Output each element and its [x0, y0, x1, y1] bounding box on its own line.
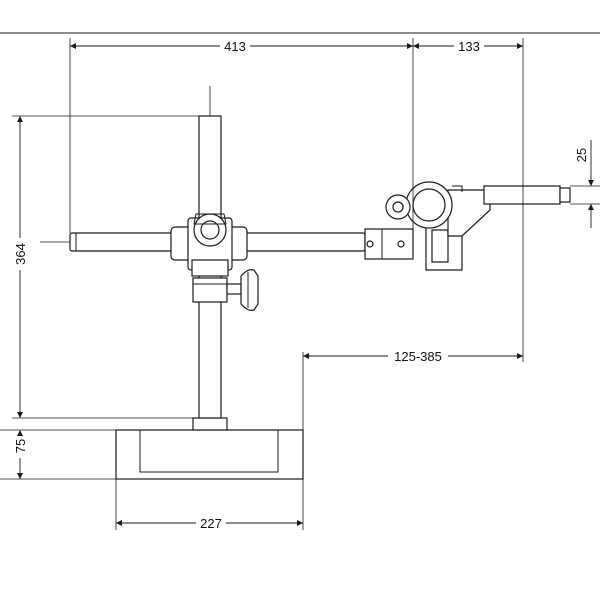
arm-end-clamp — [364, 228, 414, 260]
extension-lines — [0, 38, 600, 530]
focus-holder — [385, 181, 571, 271]
dim-focus-offset: 133 — [458, 39, 480, 54]
dim-base-width: 227 — [200, 516, 222, 531]
dim-reach-range: 125-385 — [394, 349, 442, 364]
dim-offset-25: 25 — [574, 148, 589, 162]
dim-arm-length: 413 — [224, 39, 246, 54]
height-collar — [192, 269, 259, 311]
dimension-labels: 413 133 125-385 227 364 75 25 — [12, 38, 589, 531]
stand-base — [115, 417, 304, 480]
dim-post-height: 364 — [13, 243, 28, 265]
cross-clamp — [170, 213, 248, 277]
dimension-lines — [17, 43, 594, 526]
dim-base-height: 75 — [13, 439, 28, 453]
